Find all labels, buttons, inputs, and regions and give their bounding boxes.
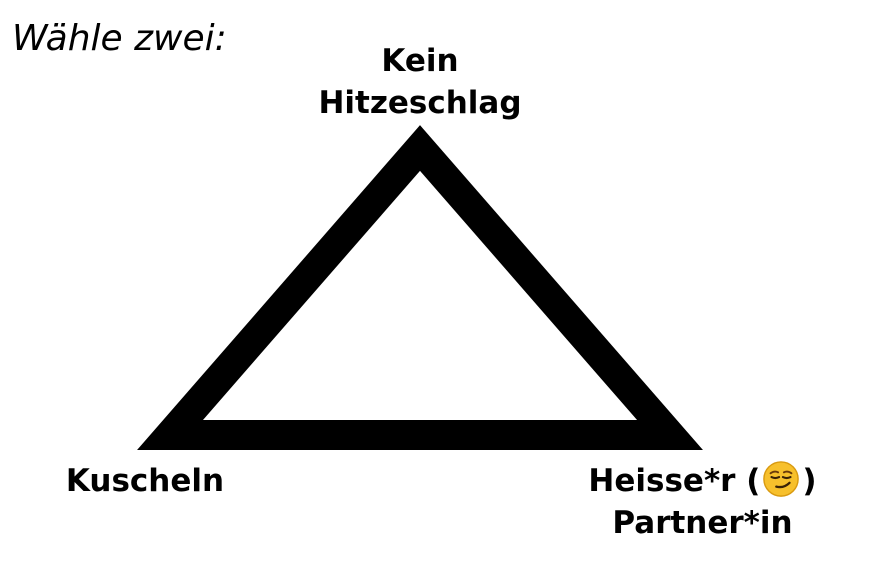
corner-top-line2: Hitzeschlag (318, 85, 522, 121)
prompt-text: Wähle zwei: (12, 18, 227, 59)
corner-bottom-right-text-before: Heisse*r ( (588, 463, 761, 499)
corner-label-top: Kein Hitzeschlag (300, 40, 540, 124)
corner-bottom-right-line1: Heisse*r ( ) (555, 460, 850, 502)
corner-label-bottom-left: Kuscheln (40, 460, 250, 502)
smirking-face-icon (763, 461, 800, 497)
corner-bottom-right-line2: Partner*in (612, 505, 793, 541)
corner-bottom-left-line1: Kuscheln (65, 463, 225, 499)
corner-bottom-right-text-after: ) (802, 463, 817, 499)
corner-top-line1: Kein (381, 43, 459, 79)
corner-label-bottom-right: Heisse*r ( ) Partner*in (555, 460, 850, 544)
triangle-outline (137, 125, 703, 450)
